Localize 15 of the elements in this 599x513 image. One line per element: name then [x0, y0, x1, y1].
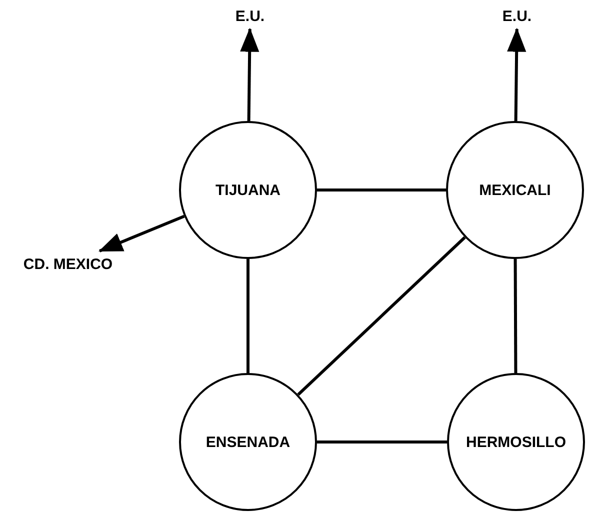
city-name: MEXICALI [479, 182, 551, 198]
connector-line [317, 440, 447, 444]
city-name: HERMOSILLO [466, 434, 566, 450]
city-name: ENSENADA [206, 434, 290, 450]
city-name: TIJUANA [215, 182, 280, 198]
arrow [98, 214, 185, 252]
destination-label: E.U. [495, 6, 539, 26]
arrow [507, 28, 526, 122]
destination-label: CD. MEXICO [10, 254, 126, 274]
connector-line [297, 236, 466, 396]
connector-line [246, 259, 250, 373]
connector-line [514, 259, 518, 373]
connector-line [317, 188, 446, 192]
arrow [240, 28, 260, 122]
destination-label: E.U. [228, 6, 272, 26]
